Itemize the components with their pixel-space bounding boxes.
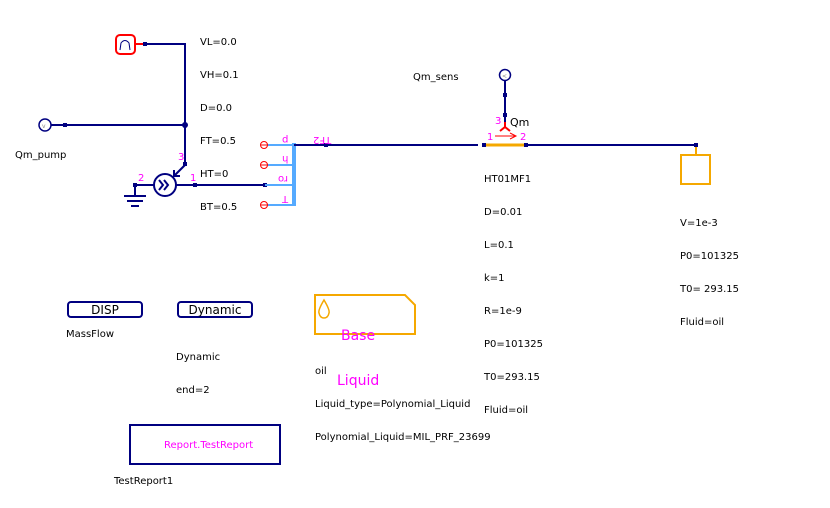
voltage-source-icon[interactable]: v (38, 118, 52, 132)
param: T0= 293.15 (680, 284, 740, 295)
open-port-icon[interactable] (260, 201, 268, 209)
pump-icon[interactable] (153, 173, 177, 197)
dynamic-button[interactable]: Dynamic (177, 301, 253, 318)
port-label: T (282, 193, 289, 204)
pipe-name: HT01MF1 (484, 174, 532, 185)
port-label: h (282, 153, 289, 164)
pump-input-label: Qm_pump (15, 150, 67, 161)
converter-block[interactable] (265, 143, 296, 206)
port-label: ro (278, 173, 289, 184)
pin-label: 3 (495, 116, 502, 127)
param: end=2 (176, 385, 210, 396)
param: Dynamic (176, 352, 221, 363)
param: D=0.01 (484, 207, 523, 218)
title-line: Base (341, 328, 376, 344)
pin-label: 2 (520, 132, 527, 143)
ground-icon (124, 185, 146, 207)
base-liquid-params: oil Liquid_type=Polynomial_Liquid Polyno… (315, 344, 491, 454)
param: Liquid_type=Polynomial_Liquid (315, 399, 471, 410)
open-port-icon[interactable] (260, 161, 268, 169)
control-arrow (173, 164, 186, 177)
param-bt: BT=0.5 (200, 202, 238, 213)
volume-block[interactable] (680, 154, 711, 185)
report-label: TestReport1 (114, 476, 174, 487)
measure-label: Qm (510, 116, 530, 129)
report-title: Report.TestReport (164, 440, 254, 451)
param: T0=293.15 (484, 372, 540, 383)
flow-sensor[interactable] (495, 122, 518, 140)
param: Fluid=oil (680, 317, 725, 328)
port-label: p (282, 134, 289, 145)
param: oil (315, 366, 327, 377)
svg-text:v: v (42, 123, 46, 130)
pin-label: 3 (178, 152, 185, 163)
bandpass-signal-icon[interactable] (115, 34, 136, 55)
param-ft: FT=0.5 (200, 136, 236, 147)
pipe-params: HT01MF1 D=0.01 L=0.1 k=1 R=1e-9 P0=10132… (484, 152, 543, 427)
disp-button[interactable]: DISP (67, 301, 143, 318)
param: Fluid=oil (484, 405, 529, 416)
open-port-icon[interactable] (260, 141, 268, 149)
param: P0=101325 (680, 251, 739, 262)
param-vl: VL=0.0 (200, 37, 237, 48)
svg-text:<: < (502, 73, 507, 80)
param: V=1e-3 (680, 218, 718, 229)
droplet-icon (318, 298, 330, 319)
param-ht: HT=0 (200, 169, 229, 180)
base-liquid-title: Base Liquid (337, 299, 379, 404)
report-block[interactable] (129, 424, 281, 465)
wire (145, 43, 186, 125)
dynamic-params: Dynamic end=2 (176, 330, 220, 407)
sensor-probe-icon[interactable]: < (498, 68, 512, 82)
base-liquid-block[interactable] (314, 294, 416, 335)
signal-params: VL=0.0 VH=0.1 D=0.0 FT=0.5 HT=0 BT=0.5 (200, 15, 239, 224)
pin-label: 1 (487, 132, 494, 143)
pin-label: 2 (138, 173, 145, 184)
disp-label: MassFlow (66, 329, 115, 340)
param: P0=101325 (484, 339, 543, 350)
param: k=1 (484, 273, 505, 284)
sensor-label: Qm_sens (413, 72, 459, 83)
param: Polynomial_Liquid=MIL_PRF_23699 (315, 432, 491, 443)
title-line: Liquid (337, 373, 380, 389)
param-d: D=0.0 (200, 103, 232, 114)
converter-name: TF2 (313, 134, 332, 145)
param-vh: VH=0.1 (200, 70, 239, 81)
volume-params: V=1e-3 P0=101325 T0= 293.15 Fluid=oil (680, 196, 739, 339)
param: L=0.1 (484, 240, 514, 251)
param: R=1e-9 (484, 306, 522, 317)
pin-label: 1 (190, 173, 197, 184)
